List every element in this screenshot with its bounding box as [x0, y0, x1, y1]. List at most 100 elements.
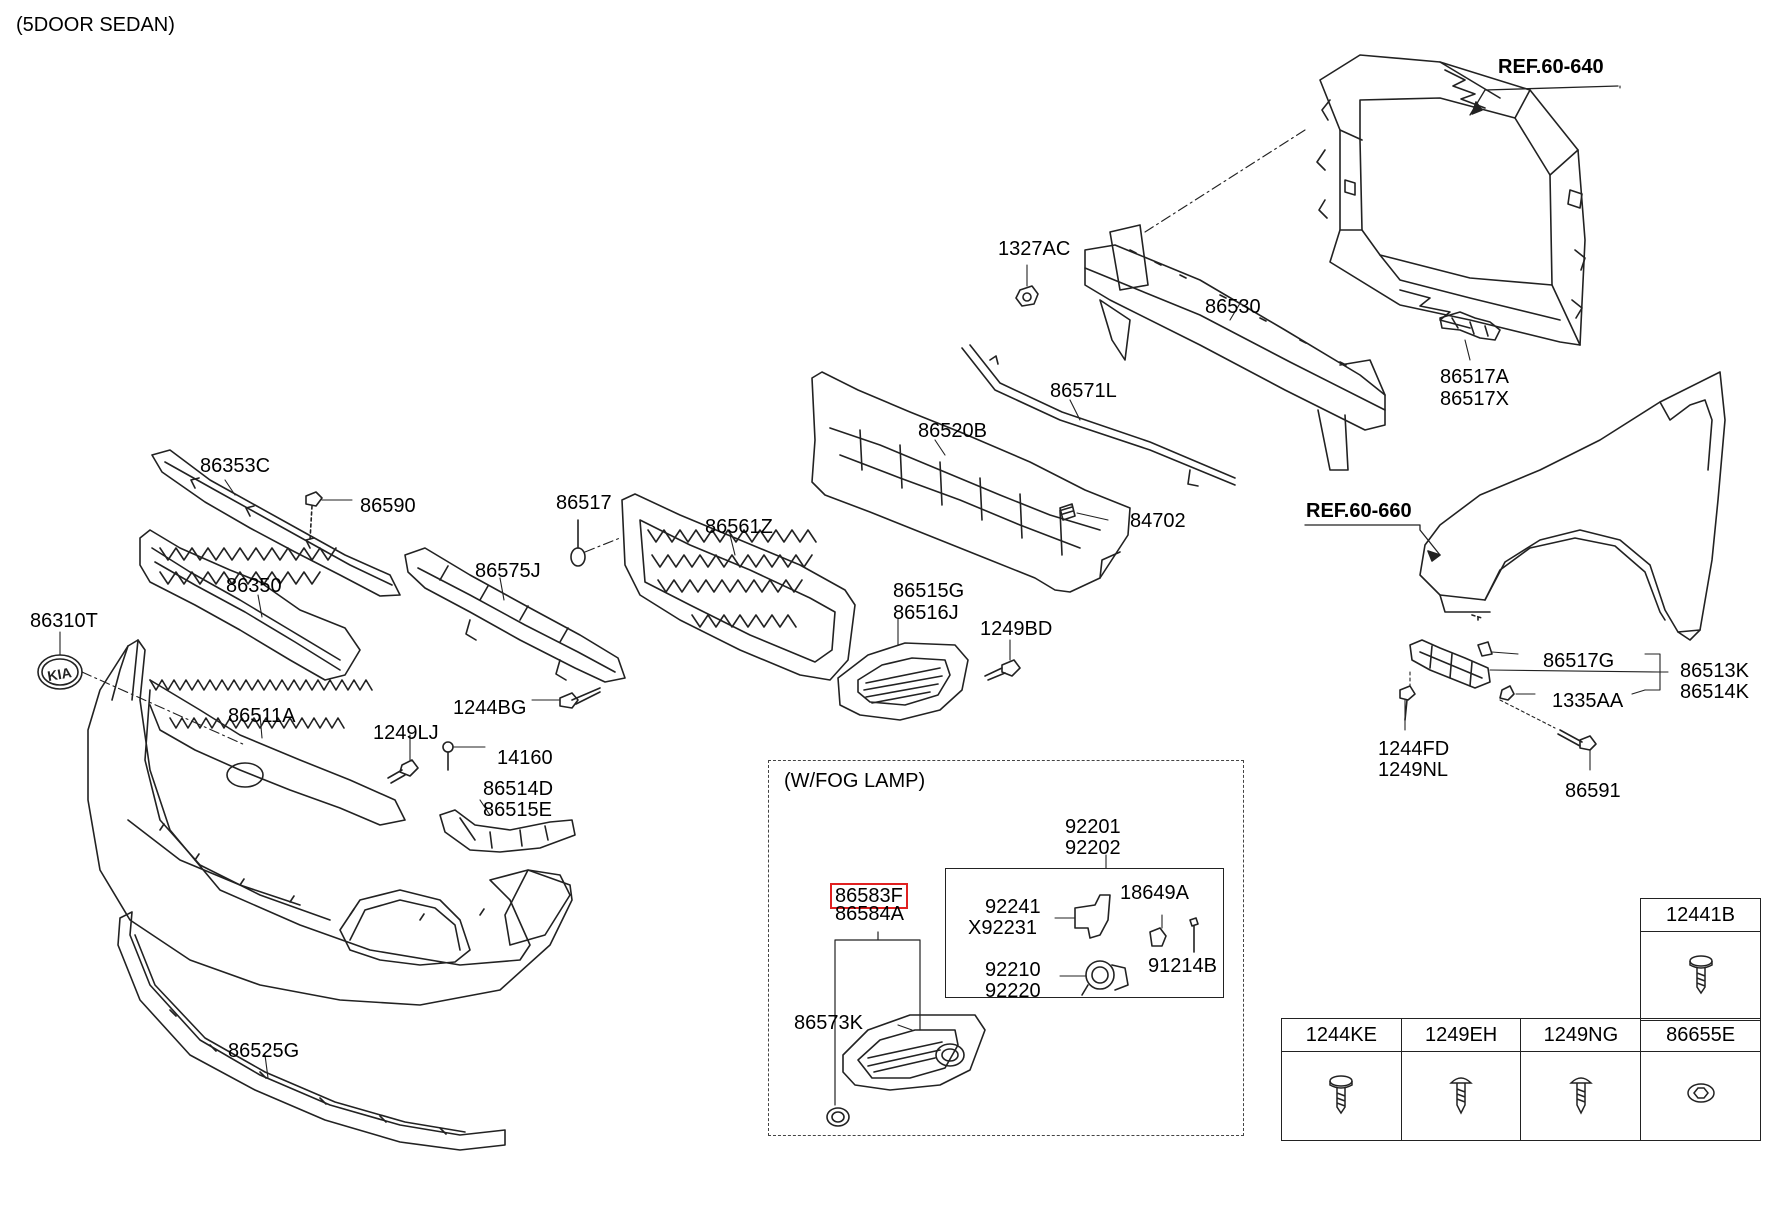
- part-label-1249LJ[interactable]: 1249LJ: [373, 722, 439, 744]
- fog-trim-ring-part: [826, 1107, 850, 1127]
- part-label-86573K[interactable]: 86573K: [794, 1012, 863, 1034]
- part-label-86590[interactable]: 86590: [360, 495, 416, 517]
- lower-grille-part: [621, 493, 856, 681]
- part-label-1335AA[interactable]: 1335AA: [1552, 690, 1624, 712]
- emblem-part: KIA: [37, 654, 83, 690]
- hardware-cell-1249NG[interactable]: [1520, 1051, 1642, 1141]
- part-label-86575J[interactable]: 86575J: [475, 560, 541, 582]
- screw-icon: [1688, 955, 1713, 995]
- harness-group-box: [945, 868, 1224, 998]
- part-label-86525G[interactable]: 86525G: [228, 1040, 300, 1062]
- ref-label-60-640[interactable]: REF.60-640: [1498, 56, 1604, 78]
- side-mount-bracket-part: [1409, 639, 1491, 689]
- hardware-cell-86655E[interactable]: [1640, 1051, 1761, 1141]
- part-label-X92231[interactable]: X92231: [968, 917, 1037, 939]
- nut-part: [1015, 285, 1039, 307]
- part-label-86516J[interactable]: 86516J: [893, 602, 959, 624]
- part-label-86514D[interactable]: 86514D: [483, 778, 554, 800]
- part-label-1249NL[interactable]: 1249NL: [1378, 759, 1449, 781]
- part-label-86515E[interactable]: 86515E: [483, 799, 552, 821]
- bumper-beam-part: [1084, 224, 1386, 471]
- bumper-bracket-part: [404, 547, 626, 683]
- part-label-92202[interactable]: 92202: [1065, 837, 1121, 859]
- bumper-cover-part: [87, 639, 573, 1006]
- ref-label-60-660[interactable]: REF.60-660: [1306, 500, 1412, 522]
- part-label-14160[interactable]: 14160: [497, 747, 553, 769]
- screw-part: [1399, 685, 1416, 721]
- part-label-86513K[interactable]: 86513K: [1680, 660, 1749, 682]
- part-label-86561Z[interactable]: 86561Z: [705, 516, 773, 538]
- fog-lamp-cover-part: [842, 1014, 986, 1091]
- fog-lamp-group-title: (W/FOG LAMP): [784, 770, 926, 792]
- fog-cover-part: [837, 642, 969, 721]
- hardware-cell-12441B[interactable]: [1640, 931, 1761, 1021]
- radiator-grille-part: [139, 529, 361, 681]
- screw-part: [387, 759, 419, 784]
- part-label-1249BD[interactable]: 1249BD: [980, 618, 1053, 640]
- part-label-1244BG[interactable]: 1244BG: [453, 697, 527, 719]
- part-label-86520B[interactable]: 86520B: [918, 420, 987, 442]
- part-label-86514K[interactable]: 86514K: [1680, 681, 1749, 703]
- screw-icon: [1329, 1075, 1354, 1115]
- fog-lamp-part: [1081, 960, 1129, 996]
- fog-lamp-group-box: [768, 760, 1244, 1136]
- part-label-86350[interactable]: 86350: [226, 575, 282, 597]
- part-label-86584A[interactable]: 86584A: [835, 903, 904, 925]
- hardware-label-1244KE[interactable]: 1244KE: [1281, 1018, 1402, 1052]
- part-label-86530[interactable]: 86530: [1205, 296, 1261, 318]
- cap-part: [570, 519, 586, 567]
- part-label-86517X[interactable]: 86517X: [1440, 388, 1509, 410]
- front-fender-part: [1419, 371, 1726, 641]
- part-label-1244FD[interactable]: 1244FD: [1378, 738, 1450, 760]
- radiator-support-part: [1316, 54, 1586, 346]
- part-label-86511A[interactable]: 86511A: [228, 705, 296, 727]
- screw-icon: [1449, 1077, 1473, 1115]
- part-label-86591[interactable]: 86591: [1565, 780, 1621, 802]
- hardware-label-1249EH[interactable]: 1249EH: [1400, 1018, 1522, 1052]
- part-label-86517[interactable]: 86517: [556, 492, 612, 514]
- harness-bracket-part: [1074, 894, 1111, 939]
- lower-lip-part: [117, 911, 506, 1151]
- screw-part: [305, 491, 323, 541]
- part-label-92201[interactable]: 92201: [1065, 816, 1121, 838]
- screw-part: [1557, 729, 1597, 751]
- part-label-86353C[interactable]: 86353C: [200, 455, 271, 477]
- part-label-92210[interactable]: 92210: [985, 959, 1041, 981]
- connector-part: [1149, 927, 1167, 947]
- clip-icon: [1686, 1083, 1715, 1103]
- part-label-18649A[interactable]: 18649A: [1120, 882, 1189, 904]
- part-label-86583F-highlighted[interactable]: 86583F: [830, 883, 908, 909]
- hardware-cell-1244KE[interactable]: [1281, 1051, 1402, 1141]
- screw-icon: [1569, 1077, 1593, 1115]
- clip-part: [1059, 503, 1076, 521]
- hardware-label-86655E[interactable]: 86655E: [1640, 1018, 1761, 1052]
- nut-part: [1499, 685, 1515, 701]
- hardware-label-1249NG[interactable]: 1249NG: [1520, 1018, 1642, 1052]
- clip-part: [1477, 641, 1493, 657]
- diagram-title: (5DOOR SEDAN): [16, 14, 175, 36]
- energy-absorber-part: [811, 371, 1131, 593]
- screw-part: [559, 687, 601, 709]
- part-label-86515G[interactable]: 86515G: [893, 580, 965, 602]
- part-label-86517G[interactable]: 86517G: [1543, 650, 1615, 672]
- part-label-86571L[interactable]: 86571L: [1050, 380, 1117, 402]
- hardware-table: 1244KE 1249EH 1249NG 86655E: [1281, 1018, 1761, 1141]
- part-label-86517A[interactable]: 86517A: [1440, 366, 1509, 388]
- side-bracket-part: [439, 809, 576, 853]
- fender-bracket-part: [1439, 311, 1501, 341]
- part-label-91214B[interactable]: 91214B: [1148, 955, 1217, 977]
- part-label-84702[interactable]: 84702: [1130, 510, 1186, 532]
- bolt-part: [1189, 917, 1199, 953]
- part-label-86310T[interactable]: 86310T: [30, 610, 98, 632]
- part-label-1327AC[interactable]: 1327AC: [998, 238, 1071, 260]
- part-label-92220[interactable]: 92220: [985, 980, 1041, 1002]
- hardware-label-12441B[interactable]: 12441B: [1640, 898, 1761, 932]
- svg-text:KIA: KIA: [46, 664, 73, 684]
- part-label-92241[interactable]: 92241: [985, 896, 1041, 918]
- air-guide-part: [961, 344, 1236, 487]
- grille-bracket-part: [151, 449, 401, 597]
- hardware-table-top: 12441B: [1640, 898, 1761, 1021]
- hardware-cell-1249EH[interactable]: [1400, 1051, 1522, 1141]
- screw-part: [984, 659, 1021, 681]
